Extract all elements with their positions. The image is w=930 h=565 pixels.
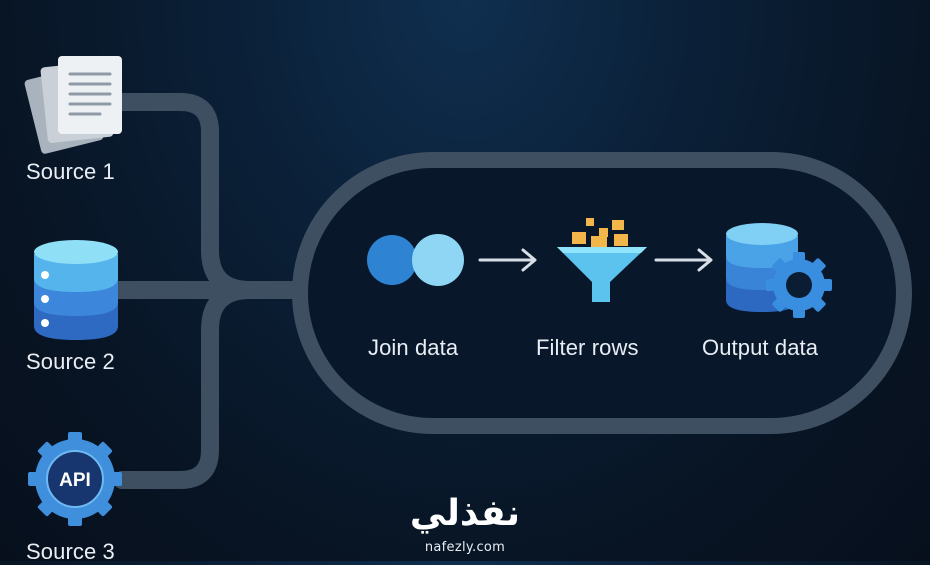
funnel-icon [557,218,647,302]
database-gear-icon [726,223,832,318]
api-gear-icon: API [28,432,122,526]
arrow-right-icon [478,248,537,272]
output-data-label: Output data [702,335,819,360]
source-2-label: Source 2 [26,349,115,374]
watermark-url: nafezly.com [424,540,506,555]
arrow-right-icon [654,248,713,272]
connector-source-1 [113,93,309,299]
join-circles-icon [367,234,464,286]
source-1-label: Source 1 [26,159,115,184]
connector-source-3 [113,281,309,489]
filter-rows-label: Filter rows [536,335,639,360]
source-3-label: Source 3 [26,539,115,564]
join-data-label: Join data [368,335,459,360]
document-stack-icon [24,56,122,154]
watermark-arabic: نفذلي [409,493,521,534]
database-icon [34,240,118,340]
api-badge-text: API [59,470,91,491]
source-connectors [109,93,309,489]
